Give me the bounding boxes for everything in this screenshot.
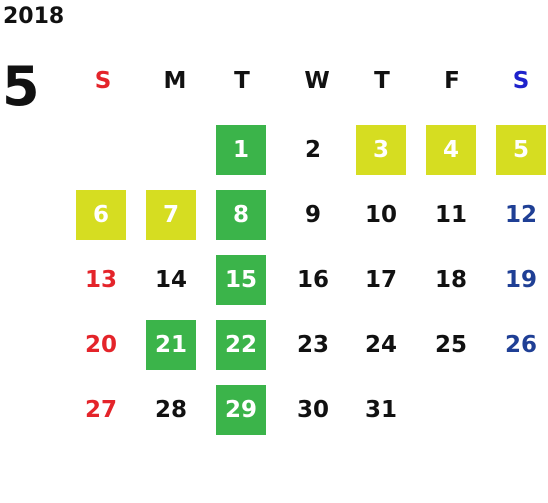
year-label: 2018 — [3, 4, 65, 29]
day-cell-16: 16 — [296, 267, 329, 293]
day-cell-29: 29 — [216, 385, 266, 435]
day-cell-6: 6 — [76, 190, 126, 240]
day-cell-19: 19 — [504, 267, 537, 293]
day-cell-20: 20 — [84, 332, 117, 358]
day-cell-23: 23 — [296, 332, 329, 358]
day-cell-1: 1 — [216, 125, 266, 175]
weekday-thursday: T — [374, 68, 390, 94]
day-cell-12: 12 — [504, 202, 537, 228]
day-cell-7: 7 — [146, 190, 196, 240]
day-cell-26: 26 — [504, 332, 537, 358]
day-cell-17: 17 — [364, 267, 397, 293]
weekday-saturday: S — [512, 68, 530, 94]
day-cell-2: 2 — [304, 137, 321, 163]
weekday-wednesday: W — [304, 68, 330, 94]
day-cell-30: 30 — [296, 397, 329, 423]
day-cell-5: 5 — [496, 125, 546, 175]
day-cell-3: 3 — [356, 125, 406, 175]
day-cell-27: 27 — [84, 397, 117, 423]
day-cell-31: 31 — [364, 397, 397, 423]
day-cell-24: 24 — [364, 332, 397, 358]
day-cell-10: 10 — [364, 202, 397, 228]
day-cell-4: 4 — [426, 125, 476, 175]
day-cell-25: 25 — [434, 332, 467, 358]
day-cell-9: 9 — [304, 202, 321, 228]
weekday-friday: F — [444, 68, 460, 94]
day-cell-14: 14 — [154, 267, 187, 293]
day-cell-11: 11 — [434, 202, 467, 228]
weekday-monday: M — [163, 68, 187, 94]
day-cell-22: 22 — [216, 320, 266, 370]
day-cell-18: 18 — [434, 267, 467, 293]
day-cell-21: 21 — [146, 320, 196, 370]
weekday-tuesday: T — [234, 68, 250, 94]
day-cell-13: 13 — [84, 267, 117, 293]
weekday-sunday: S — [94, 68, 112, 94]
month-number: 5 — [2, 55, 40, 118]
day-cell-15: 15 — [216, 255, 266, 305]
day-cell-8: 8 — [216, 190, 266, 240]
day-cell-28: 28 — [154, 397, 187, 423]
